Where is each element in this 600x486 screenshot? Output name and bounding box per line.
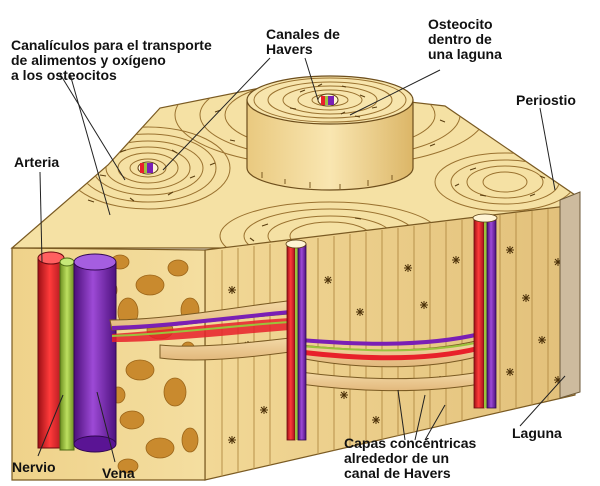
leader-osteocito xyxy=(349,69,441,116)
havers-canal-left xyxy=(137,161,159,175)
periosteum xyxy=(559,191,581,399)
label-canales-havers: Canales de Havers xyxy=(266,26,340,57)
vessel-bundle-right xyxy=(472,213,498,409)
leader-lines xyxy=(37,57,566,463)
nerve-vessel xyxy=(59,261,75,451)
label-vena: Vena xyxy=(102,465,135,481)
label-canaliculos: Canalículos para el transporte de alimen… xyxy=(11,37,212,83)
leader-arteria xyxy=(39,171,43,263)
leader-canales-2 xyxy=(304,57,319,101)
label-nervio: Nervio xyxy=(12,459,56,475)
havers-canal-top xyxy=(317,93,339,107)
leader-canales-1 xyxy=(162,57,271,171)
label-arteria: Arteria xyxy=(14,154,60,170)
leader-laguna xyxy=(519,375,566,427)
leader-vena xyxy=(96,391,116,463)
osteon-cylinder xyxy=(246,75,414,191)
leader-capas-2 xyxy=(414,394,426,441)
leader-canaliculos-2 xyxy=(69,73,111,216)
vessel-bundle-left xyxy=(37,251,117,453)
label-capas-concentricas: Capas concéntricas alrededor de un canal… xyxy=(344,435,477,481)
label-periostio: Periostio xyxy=(516,92,576,108)
vein-vessel xyxy=(73,261,117,445)
leader-capas-1 xyxy=(397,389,406,441)
leader-nervio xyxy=(37,394,64,457)
vessel-bundle-middle xyxy=(285,239,307,441)
leader-canaliculos-1 xyxy=(59,73,126,181)
leader-capas-3 xyxy=(424,404,446,441)
leader-periostio xyxy=(539,107,556,191)
label-osteocito: Osteocito dentro de una laguna xyxy=(428,16,502,62)
volkmann-channels xyxy=(109,299,481,392)
osteon-rings-left xyxy=(65,126,231,210)
label-laguna: Laguna xyxy=(512,425,562,441)
